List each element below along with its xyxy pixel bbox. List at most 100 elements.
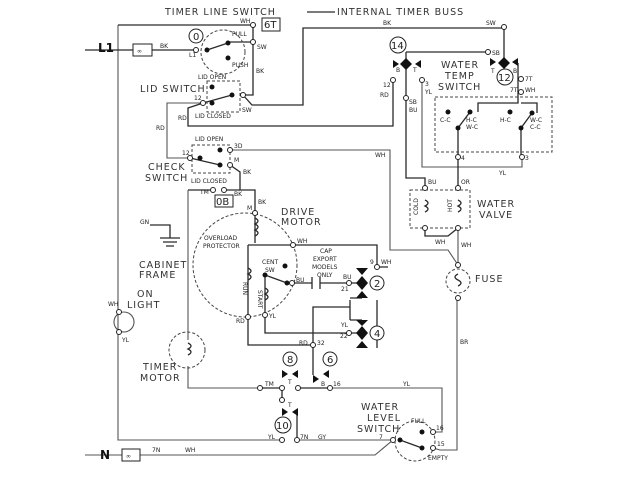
timer-line-switch-body bbox=[200, 29, 246, 75]
wire-label: 12 bbox=[194, 95, 202, 102]
wire-label: SW bbox=[486, 20, 496, 27]
wire-label: BK bbox=[160, 43, 169, 50]
run-label: RUN bbox=[241, 282, 248, 295]
hc-wc-label: H-C bbox=[466, 117, 477, 124]
wire-label: T bbox=[287, 379, 292, 386]
wc-cc-label: C-C bbox=[530, 124, 541, 131]
push-label: PUSH bbox=[232, 62, 248, 69]
wire-label: 15 bbox=[437, 441, 445, 448]
wire-label: YL bbox=[498, 170, 507, 177]
fuse-body bbox=[445, 268, 471, 294]
contact-12: 12 bbox=[498, 73, 511, 84]
wire-label: YL bbox=[340, 322, 349, 329]
drive-motor-label: MOTOR bbox=[281, 217, 322, 228]
wire-label: BK bbox=[258, 199, 267, 206]
wire-label: RD bbox=[299, 340, 308, 347]
contact-14: 14 bbox=[391, 41, 404, 52]
connector-glyph: ∞ bbox=[126, 453, 131, 460]
wire-label: 32 bbox=[317, 340, 325, 347]
wire-label: WH bbox=[525, 87, 535, 94]
wire-label: 9 bbox=[370, 259, 374, 266]
lid-switch-label: LID SWITCH bbox=[140, 84, 206, 95]
contact-10: 10 bbox=[276, 421, 289, 432]
water-valve-label: WATER bbox=[477, 199, 515, 210]
contact-4: 4 bbox=[374, 329, 380, 340]
wire-label: SW bbox=[257, 44, 267, 51]
capacitor-icon bbox=[311, 277, 321, 289]
water-valve-label: VALVE bbox=[479, 210, 513, 221]
wire-label: BU bbox=[296, 277, 305, 284]
fuse-label: FUSE bbox=[475, 274, 503, 285]
check-switch-label: CHECK bbox=[148, 162, 186, 173]
wire-label: RD bbox=[178, 115, 187, 122]
wire-label: BK bbox=[234, 191, 243, 198]
cap-note: MODELS bbox=[312, 264, 338, 271]
water-level-switch-label: WATER bbox=[361, 402, 399, 413]
on-light-label: LIGHT bbox=[127, 300, 160, 311]
wire-label: 12 bbox=[383, 82, 391, 89]
empty-label: EMPTY bbox=[428, 455, 448, 462]
wire-label: WH bbox=[461, 242, 471, 249]
wire-label: M bbox=[247, 205, 252, 212]
wire-label: YL bbox=[424, 89, 433, 96]
water-temp-switch-label: SWITCH bbox=[438, 82, 481, 93]
wire-label: BK bbox=[256, 68, 265, 75]
wire-label: L1 bbox=[189, 52, 196, 59]
n-connector-icon bbox=[121, 448, 141, 462]
timer-motor-label: TIMER bbox=[142, 362, 177, 373]
timer-motor-body bbox=[168, 331, 206, 369]
overload-protector-label: OVERLOAD bbox=[204, 235, 238, 242]
contact-6: 6 bbox=[327, 355, 333, 366]
wire-label: GY bbox=[318, 434, 326, 441]
wire-label: 3 bbox=[525, 155, 529, 162]
lid-switch-body bbox=[206, 80, 241, 113]
contact-8: 8 bbox=[287, 355, 293, 366]
wire-label: 16 bbox=[436, 425, 444, 432]
wire-label: WH bbox=[240, 18, 250, 25]
cold-label: COLD bbox=[413, 198, 420, 215]
on-light-icon bbox=[113, 311, 135, 333]
contact-dots bbox=[197, 40, 535, 451]
cap-note: ONLY bbox=[317, 272, 333, 279]
wire-label: WH bbox=[297, 238, 307, 245]
wire-label: 16 bbox=[333, 381, 341, 388]
wire-label: SW bbox=[242, 107, 252, 114]
wire-label: RD bbox=[380, 92, 389, 99]
wire-label: B bbox=[513, 68, 517, 75]
title-internal-timer-buss: INTERNAL TIMER BUSS bbox=[337, 7, 464, 18]
hc-wc-label: W-C bbox=[466, 124, 478, 131]
wire-label: T bbox=[490, 68, 495, 75]
wire-label: BK bbox=[383, 20, 392, 27]
wire-label: TM bbox=[199, 189, 209, 196]
cabinet-frame-label: FRAME bbox=[139, 270, 176, 281]
wire-label: 7T bbox=[525, 76, 533, 83]
hot-label: HOT bbox=[447, 199, 454, 212]
wire-label: 7N bbox=[300, 434, 308, 441]
n-label: N bbox=[100, 448, 110, 462]
wire-label: WH bbox=[381, 259, 391, 266]
wire-label: 7N bbox=[152, 447, 160, 454]
wire-label: BK bbox=[243, 169, 252, 176]
wire-label: WH bbox=[375, 152, 385, 159]
cap-note: CAP bbox=[320, 248, 332, 255]
lid-open-label: LID OPEN bbox=[198, 74, 226, 81]
lid-open-label: LID OPEN bbox=[195, 136, 223, 143]
wire-label: BU bbox=[428, 179, 437, 186]
wire-label: 21 bbox=[341, 286, 349, 293]
water-valve-body bbox=[409, 189, 471, 229]
connector-glyph: ∞ bbox=[137, 48, 142, 55]
cap-note: EXPORT bbox=[313, 256, 337, 263]
wire-labels: WH BK L1 SW BK 12 SW RD RD 12 3D M WH BK… bbox=[108, 18, 535, 454]
check-switch-body bbox=[191, 144, 231, 174]
wc-cc-label: W-C bbox=[530, 117, 542, 124]
wire-label: YL bbox=[268, 313, 277, 320]
water-level-switch-label: SWITCH bbox=[357, 424, 400, 435]
l1-label: L1 bbox=[98, 41, 114, 55]
title-timer-line-switch: TIMER LINE SWITCH bbox=[164, 7, 276, 18]
drive-motor-label: DRIVE bbox=[281, 207, 315, 218]
cabinet-frame-label: CABINET bbox=[139, 260, 187, 271]
coil-icons bbox=[186, 199, 462, 356]
contact-0: 0 bbox=[193, 32, 199, 43]
timer-motor-label: MOTOR bbox=[140, 373, 181, 384]
